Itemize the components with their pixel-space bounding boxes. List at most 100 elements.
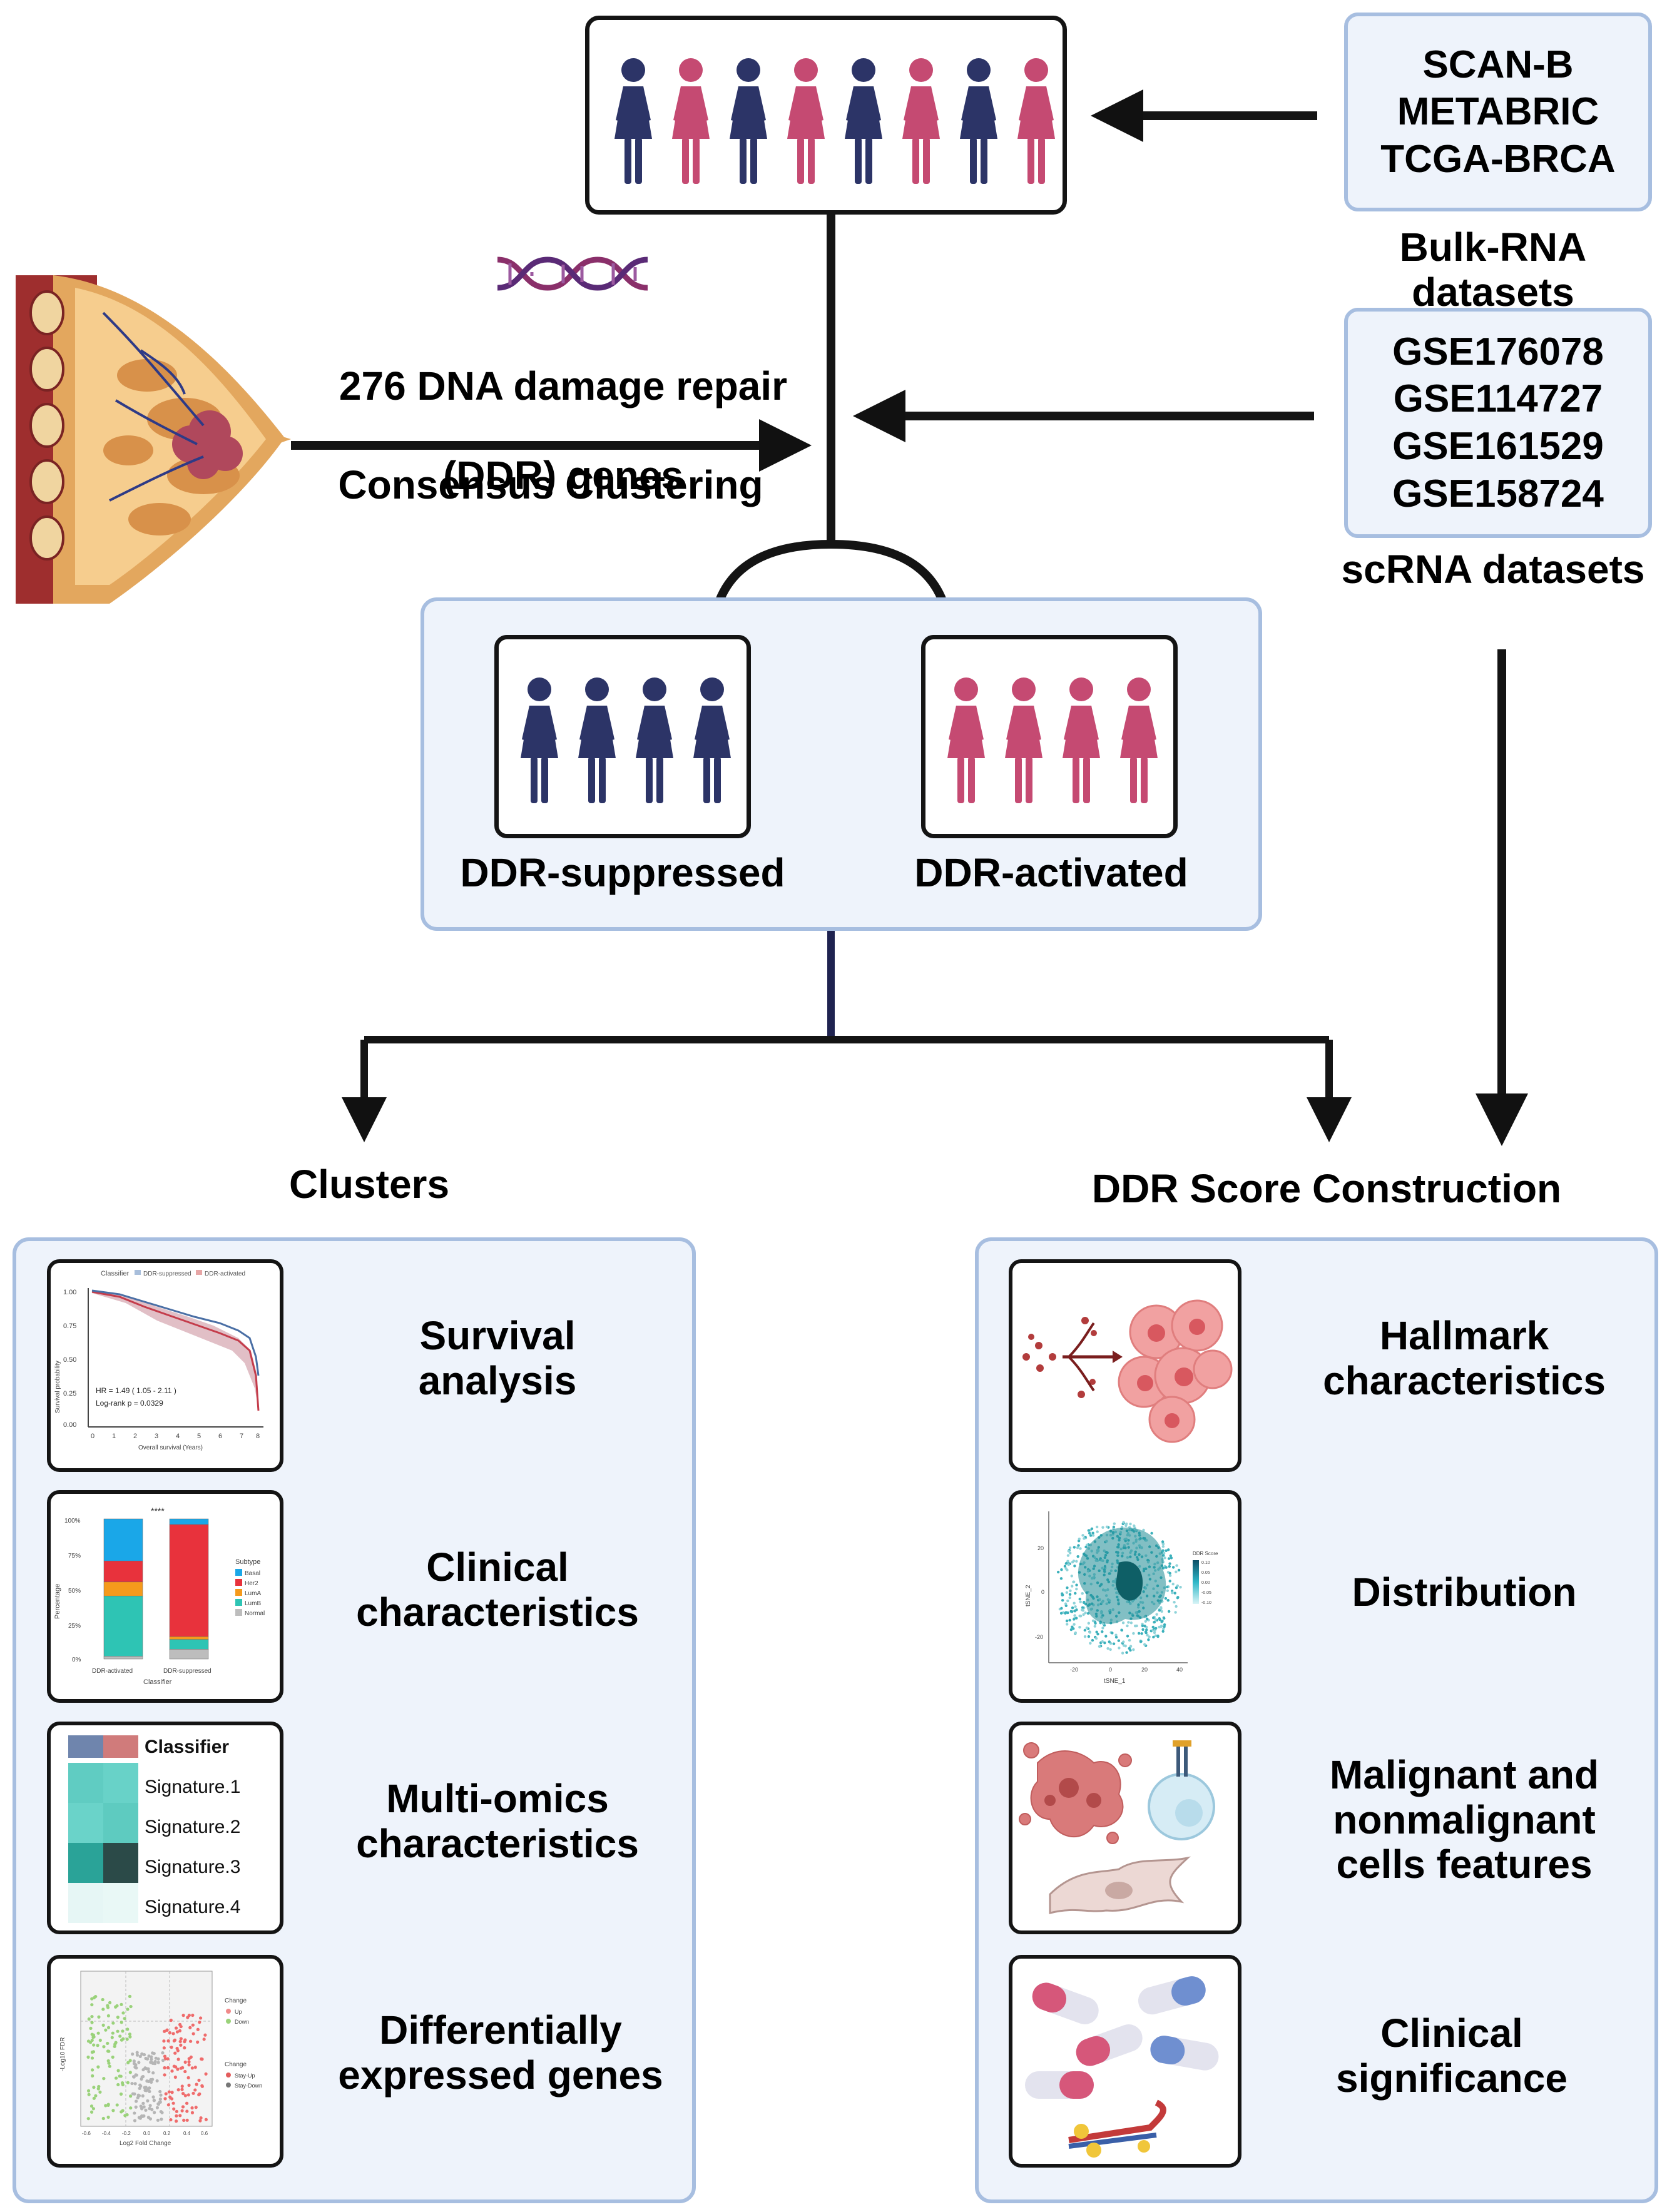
- svg-text:75%: 75%: [68, 1553, 81, 1560]
- volcano-point: [106, 2115, 110, 2119]
- volcano-point: [94, 2094, 98, 2098]
- stacked-bar-segment: [169, 1649, 209, 1660]
- volcano-point: [162, 2039, 166, 2043]
- tsne-point: [1121, 1651, 1124, 1655]
- woman-icon: [902, 58, 940, 184]
- tsne-ylabel: tSNE_2: [1025, 1585, 1032, 1606]
- volcano-point: [151, 2095, 155, 2099]
- tsne-point: [1144, 1631, 1148, 1635]
- legend-item: Her2: [245, 1580, 258, 1587]
- volcano-point: [146, 2079, 151, 2083]
- tsne-point: [1167, 1557, 1171, 1560]
- heatmap-header-cell: [68, 1735, 103, 1758]
- volcano-point: [155, 2106, 160, 2109]
- tsne-point: [1114, 1636, 1118, 1639]
- volcano-point: [180, 2109, 184, 2113]
- tsne-point: [1166, 1585, 1169, 1589]
- volcano-point: [167, 2090, 171, 2094]
- legend-item: Basal: [245, 1570, 260, 1577]
- tsne-point: [1075, 1583, 1078, 1586]
- tsne-point: [1087, 1621, 1091, 1625]
- legend-swatch-activated: [196, 1270, 202, 1275]
- malignant-label: Malignant and nonmalignant cells feature…: [1329, 1752, 1599, 1887]
- volcano-point: [118, 2034, 122, 2038]
- volcano-point: [179, 2043, 183, 2047]
- volcano-point: [141, 2094, 145, 2098]
- tsne-point: [1109, 1648, 1112, 1651]
- woman-icon: [1005, 677, 1042, 803]
- tsne-point: [1146, 1633, 1149, 1636]
- tsne-point: [1117, 1639, 1121, 1642]
- tsne-point: [1084, 1545, 1088, 1549]
- volcano-point: [148, 2104, 152, 2108]
- tsne-point: [1156, 1635, 1160, 1638]
- volcano-point: [134, 2063, 138, 2067]
- survival-ci-band: [92, 1291, 258, 1408]
- tsne-point: [1101, 1626, 1104, 1630]
- svg-text:0.6: 0.6: [201, 2131, 208, 2136]
- volcano-point: [163, 2029, 166, 2033]
- tsne-point: [1075, 1560, 1078, 1563]
- volcano-point: [160, 2111, 164, 2114]
- volcano-point: [132, 2059, 136, 2063]
- tsne-point: [1096, 1632, 1099, 1636]
- tsne-point: [1175, 1564, 1178, 1567]
- tsne-point: [1153, 1631, 1156, 1635]
- volcano-point: [128, 1994, 132, 1998]
- svg-text:7: 7: [240, 1433, 243, 1440]
- tsne-point: [1175, 1605, 1178, 1608]
- svg-text:Signature.1: Signature.1: [145, 1777, 240, 1797]
- tsne-point: [1111, 1631, 1114, 1635]
- tsne-point: [1066, 1599, 1069, 1603]
- tsne-point: [1167, 1610, 1171, 1613]
- volcano-point: [176, 2088, 180, 2092]
- survival-curve-activated: [91, 1291, 260, 1411]
- volcano-point: [128, 2035, 132, 2039]
- volcano-legend2-item: Stay-Down: [235, 2083, 262, 2089]
- volcano-legend1-item: Down: [235, 2019, 249, 2025]
- clinical-bars: [103, 1518, 209, 1660]
- tsne-point: [1068, 1618, 1071, 1622]
- volcano-point: [114, 2076, 118, 2080]
- volcano-point: [198, 2016, 203, 2020]
- volcano-point: [91, 2033, 95, 2037]
- tsne-point: [1108, 1640, 1111, 1643]
- tsne-point: [1081, 1591, 1084, 1595]
- volcano-point: [168, 2031, 171, 2035]
- tsne-cluster-dense: [1116, 1561, 1143, 1601]
- tsne-point: [1133, 1524, 1136, 1528]
- volcano-point: [136, 2093, 140, 2097]
- tsne-point: [1074, 1591, 1077, 1595]
- tsne-point: [1093, 1625, 1096, 1628]
- bulk-datasets-label: Bulk-RNA datasets: [1399, 225, 1587, 315]
- tsne-point: [1155, 1626, 1158, 1630]
- tsne-point: [1091, 1619, 1095, 1623]
- volcano-point: [181, 2105, 185, 2109]
- volcano-point: [163, 2097, 167, 2101]
- tsne-point: [1168, 1565, 1171, 1568]
- tsne-point: [1068, 1593, 1072, 1596]
- suppressed-label: DDR-suppressed: [460, 850, 785, 895]
- tsne-point: [1082, 1613, 1085, 1616]
- hr-text: HR = 1.49 ( 1.05 - 2.11 ): [96, 1386, 176, 1395]
- tsne-point: [1147, 1638, 1150, 1641]
- volcano-point: [165, 2028, 169, 2032]
- tsne-point: [1060, 1606, 1063, 1610]
- scrna-dataset-name: GSE176078: [1392, 330, 1604, 373]
- tsne-point: [1163, 1623, 1166, 1626]
- volcano-point: [128, 2071, 132, 2074]
- clusters-title: Clusters: [288, 1162, 450, 1207]
- volcano-point: [101, 1997, 104, 2002]
- tsne-legend-title: DDR Score: [1193, 1551, 1218, 1556]
- volcano-point: [163, 2073, 166, 2077]
- volcano-point: [92, 1996, 96, 2000]
- tsne-point: [1129, 1522, 1132, 1526]
- tsne-point: [1153, 1620, 1156, 1624]
- tsne-point: [1064, 1602, 1068, 1605]
- ddr-genes-label: 276 DNA damage repair (DDR) genes: [325, 319, 801, 543]
- tsne-point: [1064, 1611, 1067, 1615]
- volcano-point: [203, 2033, 207, 2037]
- volcano-point: [182, 2118, 186, 2122]
- tsne-point: [1083, 1635, 1087, 1638]
